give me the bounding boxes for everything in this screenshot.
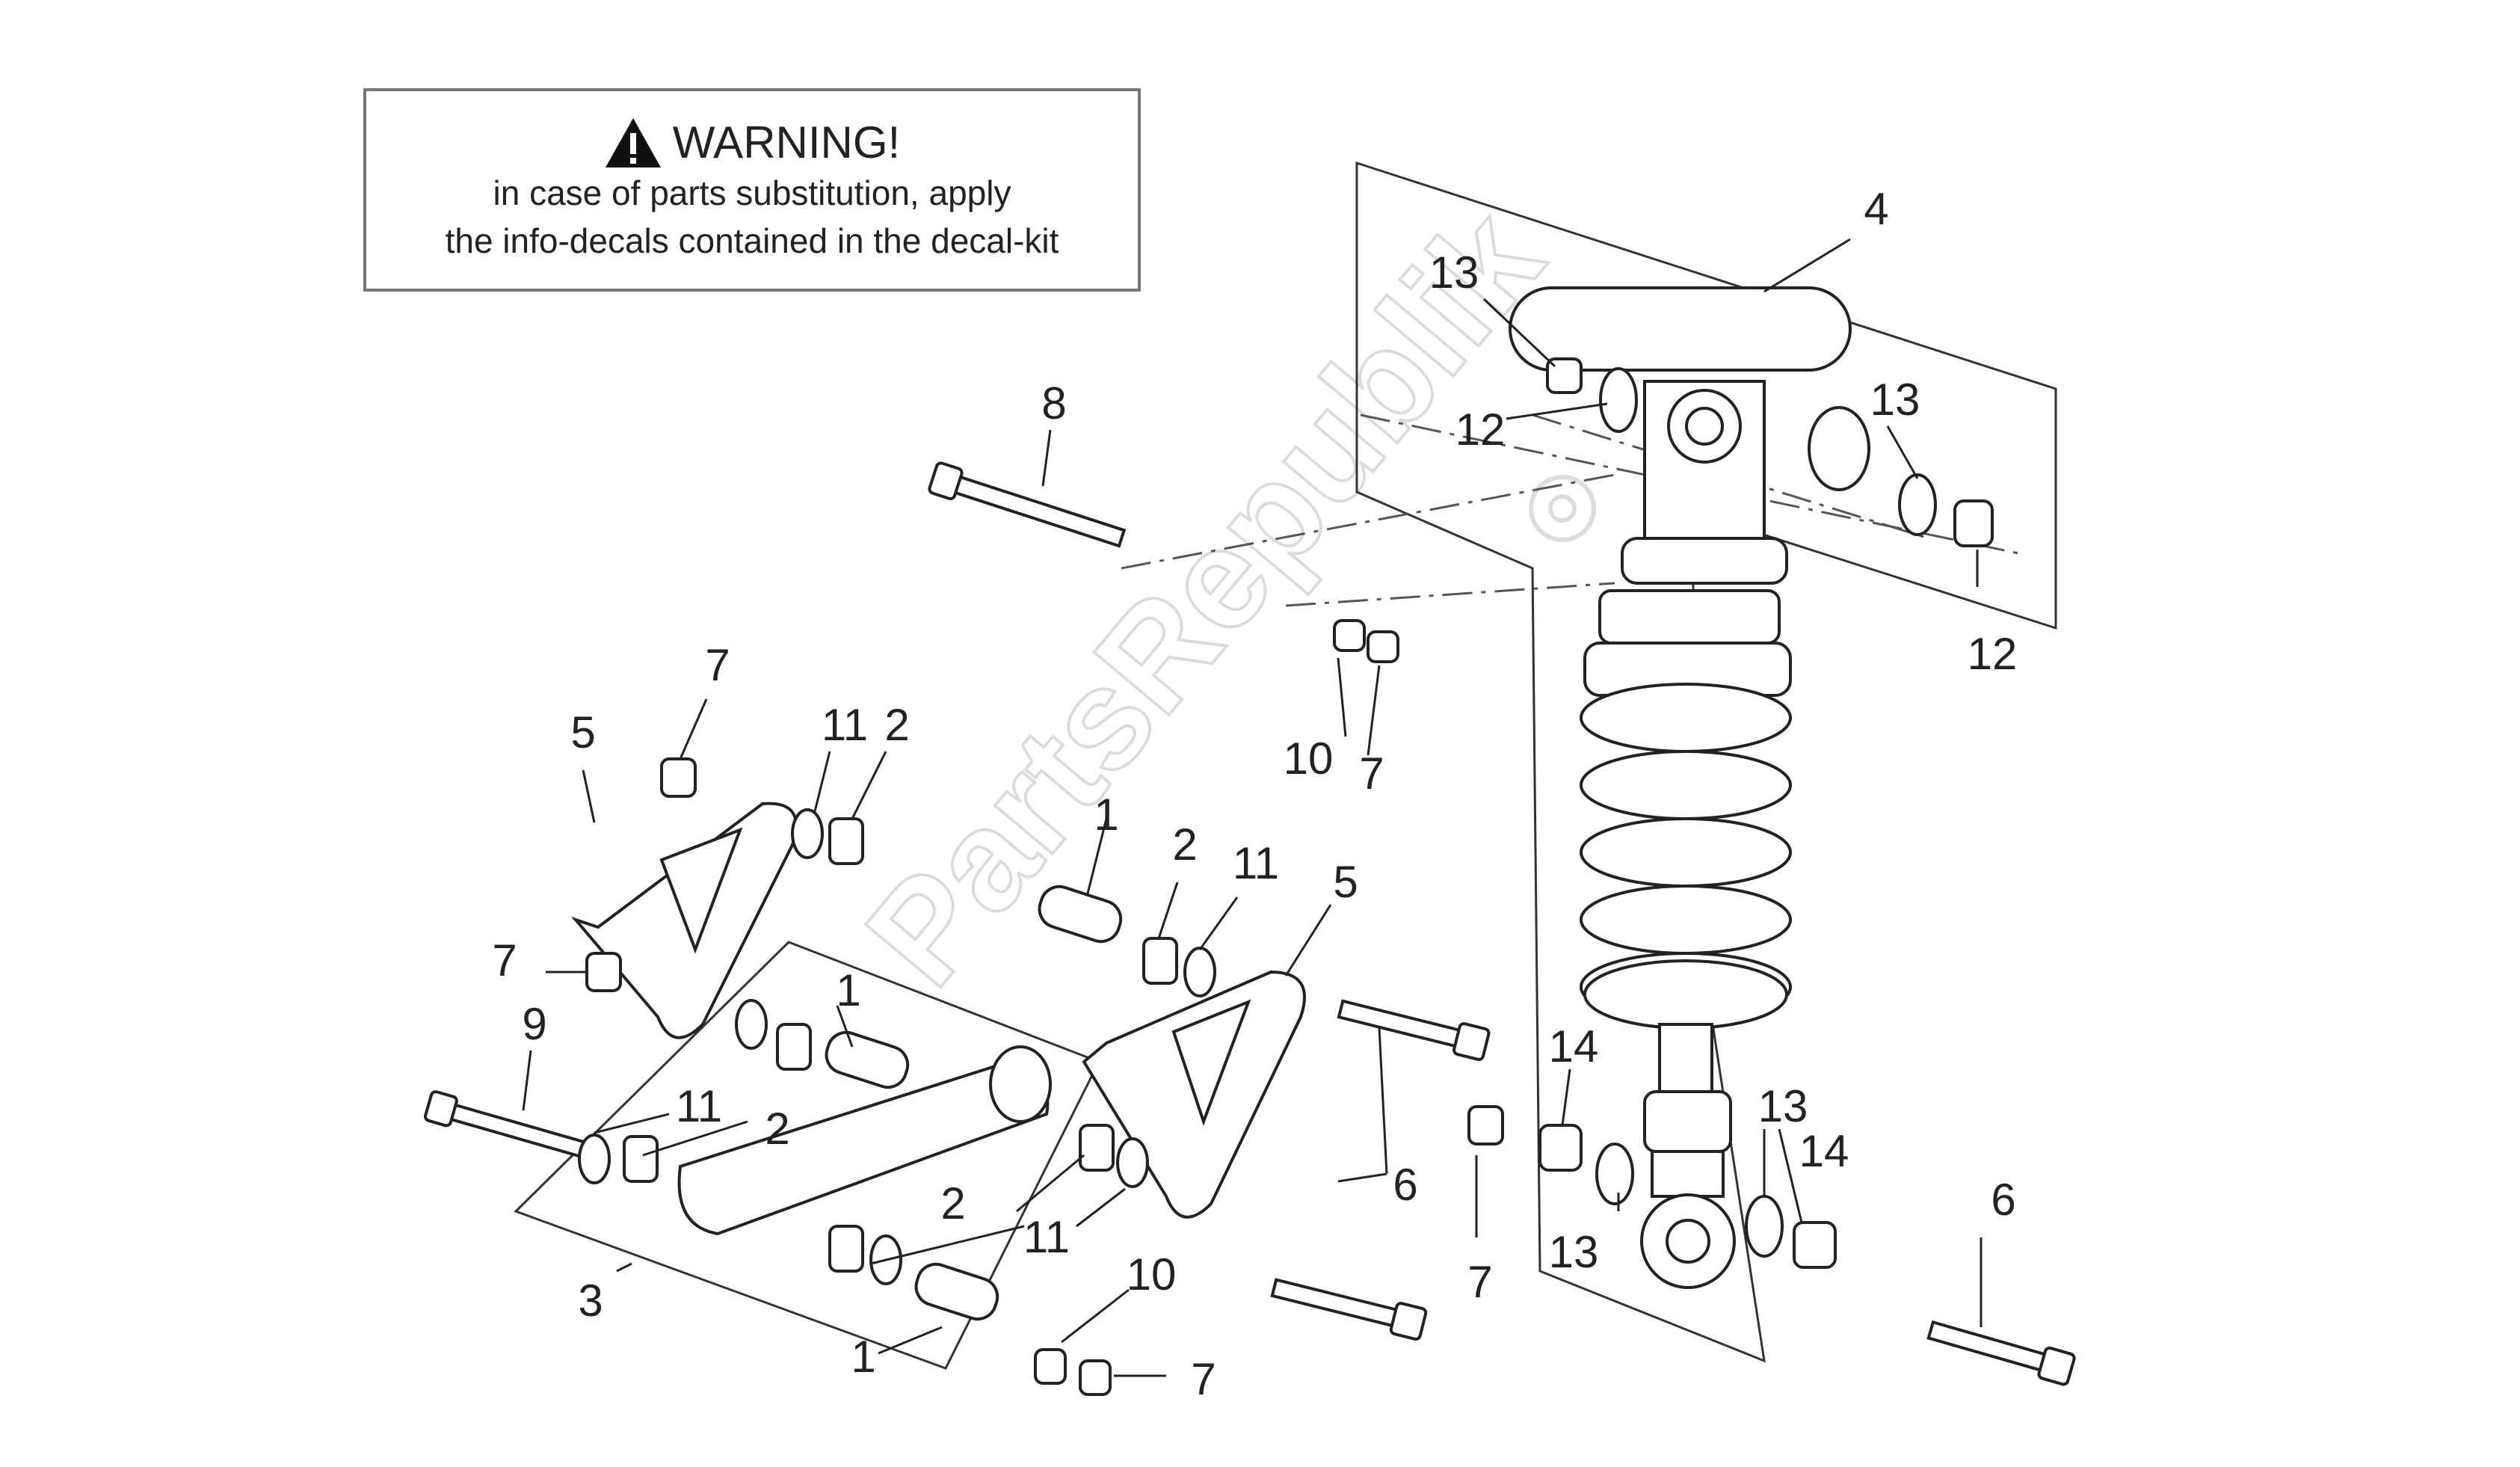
warning-line-1: in case of parts substitution, apply <box>493 173 1011 212</box>
callout-2: 2 <box>884 700 909 750</box>
bolt-6-upper <box>1337 999 1491 1062</box>
bearings-and-bushings <box>578 757 1504 1396</box>
needle-bearing-2-top <box>828 817 864 865</box>
callout-6: 6 <box>1991 1175 2015 1225</box>
callout-7: 7 <box>1191 1354 1216 1404</box>
needle-bearing-2-upper <box>1142 937 1178 985</box>
bolts <box>424 461 2076 1386</box>
callout-13: 13 <box>1429 247 1479 298</box>
warning-box: WARNING! in case of parts substitution, … <box>363 88 1141 292</box>
nut-7-upper <box>1367 630 1399 663</box>
callout-1: 1 <box>851 1332 875 1382</box>
nut-10-upper <box>1333 619 1366 652</box>
sleeve-1-upper <box>1038 885 1123 944</box>
callout-numbers: 4 13 12 13 12 8 10 7 7 5 11 2 1 2 11 5 7… <box>492 184 2017 1404</box>
bolt-6-lower <box>1270 1278 1428 1341</box>
shock-lower-spring-seat <box>1583 959 1788 1030</box>
nut-7-center <box>1467 1105 1504 1145</box>
callout-1: 1 <box>1094 790 1118 840</box>
seal-11-top <box>791 808 824 859</box>
callout-10: 10 <box>1127 1249 1177 1300</box>
callout-10: 10 <box>1284 734 1334 784</box>
watermark: PartsRepublik <box>835 179 1596 1015</box>
warning-title-row: WARNING! <box>366 117 1138 169</box>
callout-13: 13 <box>1870 375 1920 425</box>
callout-14: 14 <box>1799 1126 1849 1176</box>
shock-adjuster-knob <box>1808 406 1870 491</box>
callout-11: 11 <box>676 1081 722 1131</box>
callout-6: 6 <box>1393 1160 1417 1210</box>
callout-2: 2 <box>940 1178 965 1228</box>
linkage-dogbone-3 <box>677 1045 1052 1236</box>
callout-13: 13 <box>1549 1227 1599 1277</box>
needle-bearing-2-left <box>776 1023 812 1071</box>
seal-11-right <box>1116 1137 1149 1188</box>
sleeve-1-lower <box>914 1262 999 1321</box>
callout-2: 2 <box>765 1104 789 1154</box>
warning-line-2: the info-decals contained in the decal-k… <box>445 221 1059 260</box>
bushing-14-left <box>1538 1124 1583 1172</box>
callout-13: 13 <box>1758 1081 1808 1131</box>
callout-8: 8 <box>1041 378 1066 428</box>
shock-lower-collar <box>1643 1090 1732 1153</box>
nut-10-lower <box>1034 1348 1067 1385</box>
sleeve-1-middle <box>825 1030 910 1089</box>
callout-7: 7 <box>705 640 730 690</box>
watermark-text: PartsRepublik <box>837 180 1572 1014</box>
shock-bushings-and-seals <box>1333 357 1994 1269</box>
bushing-14-right <box>1793 1221 1837 1269</box>
callout-12: 12 <box>1455 405 1506 455</box>
callout-11: 11 <box>822 700 868 750</box>
seal-11-left <box>735 999 768 1050</box>
seal-13-left <box>1595 1142 1634 1205</box>
needle-bearing-2-lower-left <box>623 1135 659 1183</box>
callout-11: 11 <box>1233 838 1279 888</box>
callout-1: 1 <box>836 965 860 1015</box>
seal-13-top-right <box>1898 473 1937 536</box>
callout-12: 12 <box>1968 629 2018 679</box>
rocker-plates <box>570 802 1306 1219</box>
callout-7: 7 <box>492 935 517 985</box>
callout-14: 14 <box>1549 1021 1599 1071</box>
shock-lower-body <box>1651 1150 1725 1198</box>
needle-bearing-2-bottom <box>828 1225 864 1273</box>
seal-12-top-left <box>1599 367 1638 433</box>
callout-5: 5 <box>570 707 595 757</box>
callout-4: 4 <box>1864 184 1888 234</box>
bolt-8 <box>928 461 1127 548</box>
shock-top-cap <box>1621 537 1788 585</box>
bolt-9 <box>424 1090 591 1160</box>
callout-5: 5 <box>1333 857 1358 907</box>
shock-shaft <box>1658 1023 1713 1093</box>
seal-11-lower-left <box>578 1134 611 1184</box>
needle-bearing-2-right <box>1079 1124 1115 1172</box>
bushing-13-top-left <box>1546 357 1583 394</box>
watermark-gear-icon <box>1529 475 1596 542</box>
callout-9: 9 <box>522 999 546 1049</box>
warning-triangle-icon <box>605 118 661 167</box>
callout-2: 2 <box>1172 819 1197 870</box>
shock-preload-collar <box>1598 589 1781 645</box>
callout-3: 3 <box>578 1276 603 1326</box>
callout-7: 7 <box>1359 748 1384 799</box>
callout-7: 7 <box>1467 1257 1492 1307</box>
seal-13-right <box>1745 1195 1784 1258</box>
shock-reservoir <box>1509 286 1852 372</box>
nut-7-left <box>585 952 622 992</box>
warning-title: WARNING! <box>672 117 901 167</box>
callout-leader-lines <box>522 238 1983 1377</box>
bushing-12-top-right <box>1953 499 1994 547</box>
nut-7-top-left <box>660 757 697 798</box>
bolt-6-right <box>1926 1320 2076 1386</box>
callout-11: 11 <box>1023 1212 1070 1262</box>
nut-7-lower <box>1079 1359 1112 1396</box>
seal-11-upper <box>1183 947 1216 997</box>
rear-shock-absorber <box>1509 286 1870 1289</box>
